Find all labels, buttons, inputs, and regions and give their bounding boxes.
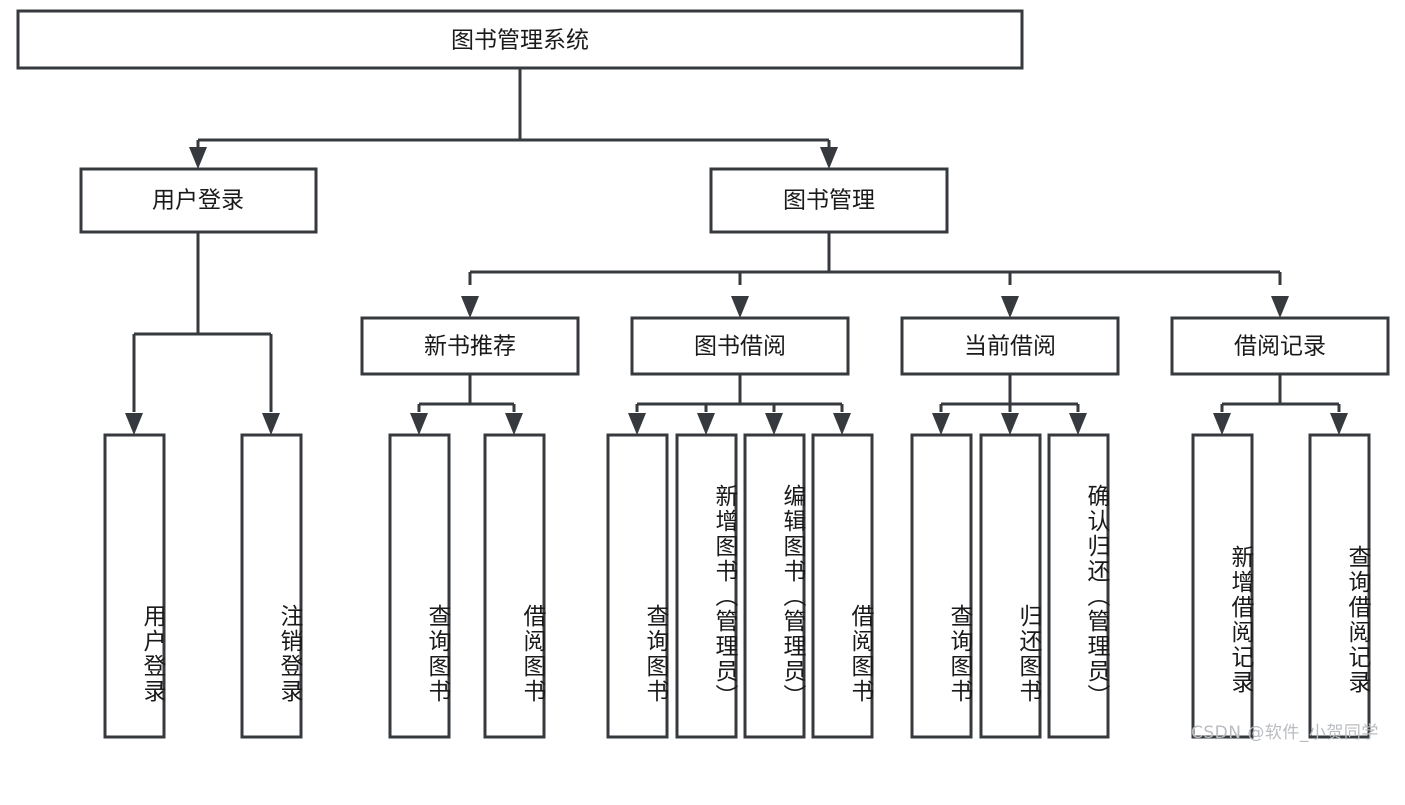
arrow-to-book-manage xyxy=(820,147,838,169)
node-root-box[interactable] xyxy=(16,9,1024,70)
arrow-book-borrow-leaf-2 xyxy=(765,413,783,435)
arrow-book-borrow-leaf-1 xyxy=(697,413,715,435)
arrow-current-borrow-leaf-1 xyxy=(1001,413,1019,435)
arrow-to-user-login xyxy=(189,147,207,169)
arrow-to-current-borrow xyxy=(1001,296,1019,318)
node-borrow-record[interactable]: 借阅记录 xyxy=(1170,316,1390,376)
node-current-borrow[interactable]: 当前借阅 xyxy=(900,316,1120,376)
leaf-box-user-login-0[interactable] xyxy=(103,433,166,739)
leaf-box-borrow-record-1[interactable] xyxy=(1308,433,1371,739)
leaf-box-new-book-rec-0[interactable] xyxy=(388,433,451,739)
arrow-current-borrow-leaf-2 xyxy=(1069,413,1087,435)
node-root[interactable]: 图书管理系统 xyxy=(16,9,1024,70)
arrow-new-book-rec-leaf-0 xyxy=(410,413,428,435)
leaf-box-book-borrow-1[interactable] xyxy=(675,433,738,739)
node-book-manage[interactable]: 图书管理 xyxy=(709,167,949,234)
arrow-to-book-borrow xyxy=(731,296,749,318)
leaf-box-book-borrow-0[interactable] xyxy=(606,433,669,739)
leaf-box-current-borrow-0[interactable] xyxy=(910,433,973,739)
node-book-manage-box[interactable] xyxy=(709,167,949,234)
node-book-borrow-box[interactable] xyxy=(630,316,850,376)
arrow-borrow-record-leaf-1 xyxy=(1330,413,1348,435)
leaf-box-book-borrow-3[interactable] xyxy=(811,433,874,739)
arrow-borrow-record-leaf-0 xyxy=(1213,413,1231,435)
node-root-label: 图书管理系统 xyxy=(451,28,589,54)
csdn-watermark: CSDN @软件_小贺同学 xyxy=(1191,723,1379,743)
node-new-book-rec[interactable]: 新书推荐 xyxy=(360,316,580,376)
arrow-to-new-book-rec xyxy=(461,296,479,318)
arrow-new-book-rec-leaf-1 xyxy=(505,413,523,435)
leaf-box-new-book-rec-1[interactable] xyxy=(483,433,546,739)
flowchart-canvas: 图书管理系统 用户登录 图书管理 新书推荐 图书借阅 xyxy=(16,9,1390,743)
node-layer: 图书管理系统 用户登录 图书管理 新书推荐 图书借阅 xyxy=(16,9,1390,376)
arrow-user-login-leaf-0 xyxy=(125,413,143,435)
leaf-box-user-login-1[interactable] xyxy=(240,433,303,739)
node-user-login[interactable]: 用户登录 xyxy=(79,167,318,234)
node-current-borrow-label: 当前借阅 xyxy=(964,334,1056,360)
leaf-box-book-borrow-2[interactable] xyxy=(743,433,806,739)
arrow-user-login-leaf-1 xyxy=(262,413,280,435)
leaf-layer xyxy=(103,433,1371,739)
node-new-book-rec-label: 新书推荐 xyxy=(424,334,516,360)
arrow-current-borrow-leaf-0 xyxy=(932,413,950,435)
connector-layer xyxy=(132,68,1341,412)
node-borrow-record-label: 借阅记录 xyxy=(1234,334,1326,360)
node-user-login-box[interactable] xyxy=(79,167,318,234)
arrow-book-borrow-leaf-0 xyxy=(628,413,646,435)
arrow-book-borrow-leaf-3 xyxy=(833,413,851,435)
node-current-borrow-box[interactable] xyxy=(900,316,1120,376)
leaf-box-current-borrow-1[interactable] xyxy=(979,433,1042,739)
leaf-box-borrow-record-0[interactable] xyxy=(1191,433,1254,739)
node-user-login-label: 用户登录 xyxy=(152,188,244,214)
node-book-borrow[interactable]: 图书借阅 xyxy=(630,316,850,376)
node-book-manage-label: 图书管理 xyxy=(783,188,875,214)
leaf-box-current-borrow-2[interactable] xyxy=(1047,433,1110,739)
node-book-borrow-label: 图书借阅 xyxy=(694,334,786,360)
node-new-book-rec-box[interactable] xyxy=(360,316,580,376)
node-borrow-record-box[interactable] xyxy=(1170,316,1390,376)
flowchart-svg: 图书管理系统 用户登录 图书管理 新书推荐 图书借阅 xyxy=(16,9,1390,739)
arrow-to-borrow-record xyxy=(1271,296,1289,318)
